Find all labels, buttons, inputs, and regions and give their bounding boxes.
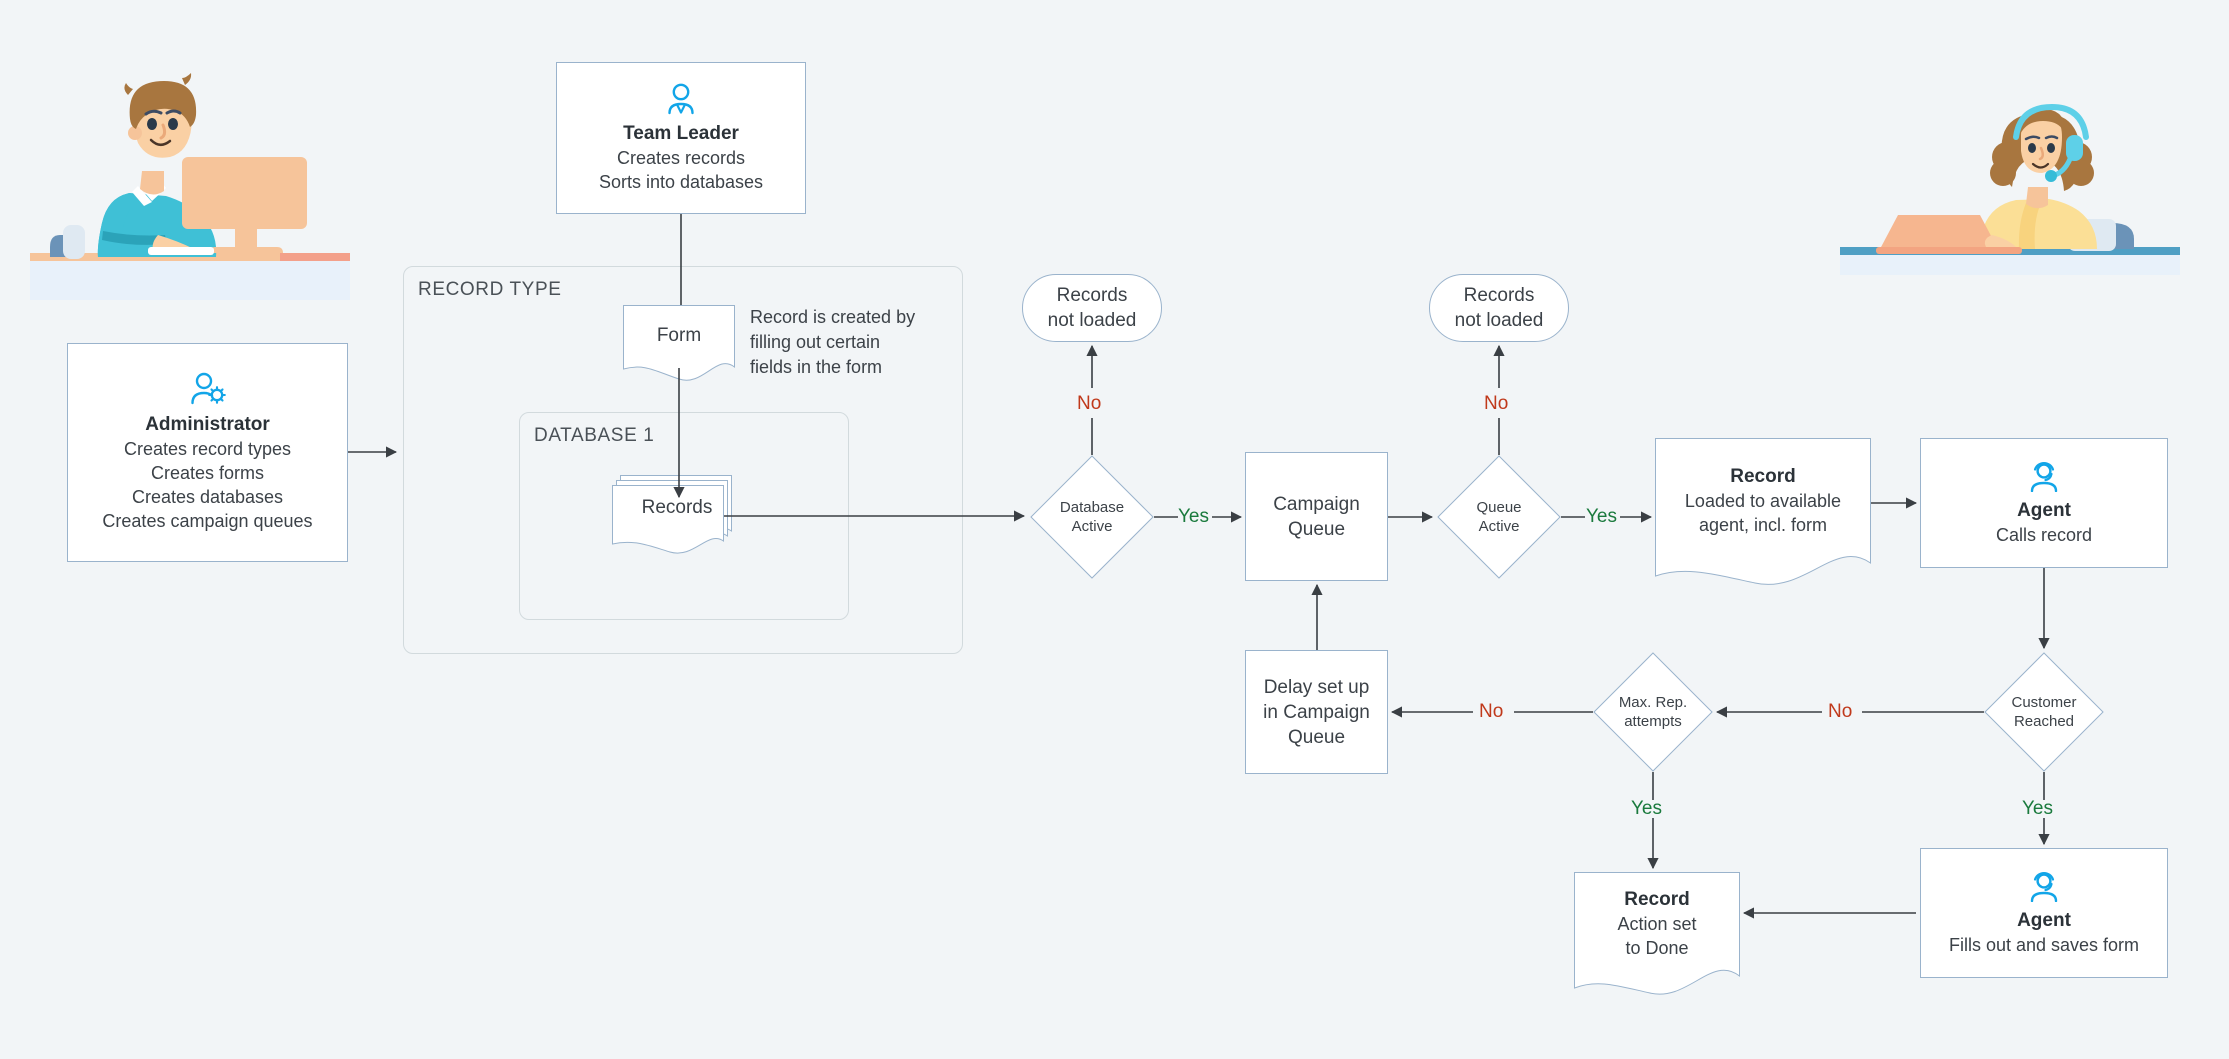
edge-label-queue-active-yes: Yes	[1586, 506, 1617, 527]
administrator-title: Administrator	[145, 414, 270, 435]
agent-fills-form-node[interactable]: Agent Fills out and saves form	[1920, 848, 2168, 978]
delay-line-3: Queue	[1287, 726, 1346, 748]
records-not-loaded-2-line-1: Records	[1463, 285, 1535, 306]
customer-reached-decision[interactable]: Customer Reached	[1984, 652, 2104, 772]
edge-label-max-rep-no: No	[1479, 701, 1504, 722]
delay-campaign-queue-node[interactable]: Delay set up in Campaign Queue	[1245, 650, 1388, 774]
record-type-group: RECORD TYPE	[403, 266, 963, 654]
form-note-line-2: filling out certain	[750, 332, 881, 352]
queue-active-decision[interactable]: Queue Active	[1437, 455, 1561, 579]
records-not-loaded-1-line-2: not loaded	[1047, 310, 1137, 331]
records-not-loaded-terminator-2[interactable]: Records not loaded	[1429, 274, 1569, 342]
form-document-node[interactable]: Form	[623, 305, 735, 383]
records-not-loaded-1-line-1: Records	[1056, 285, 1128, 306]
agent-calls-record-node[interactable]: Agent Calls record	[1920, 438, 2168, 568]
record-loaded-node[interactable]: Record Loaded to available agent, incl. …	[1655, 438, 1871, 595]
team-leader-node[interactable]: Team Leader Creates records Sorts into d…	[556, 62, 806, 214]
administrator-line-4: Creates campaign queues	[102, 511, 313, 531]
agent-calls-title: Agent	[2017, 499, 2071, 521]
edge-label-customer-reached-yes: Yes	[2022, 798, 2053, 819]
administrator-line-1: Creates record types	[123, 439, 292, 459]
headset-agent-icon	[2028, 870, 2060, 902]
person-gear-icon	[189, 372, 227, 406]
records-not-loaded-2-wrap: Records not loaded	[1455, 283, 1544, 333]
form-note-line-1: Record is created by	[750, 307, 916, 327]
records-not-loaded-1-wrap: Records not loaded	[1048, 283, 1137, 333]
headset-agent-icon	[2028, 460, 2060, 492]
database-active-decision[interactable]: Database Active	[1030, 455, 1154, 579]
campaign-queue-node[interactable]: Campaign Queue	[1245, 452, 1388, 581]
agent-fills-title: Agent	[2017, 909, 2071, 931]
administrator-line-2: Creates forms	[150, 463, 265, 483]
campaign-queue-line-2: Queue	[1287, 518, 1346, 540]
administrator-line-3: Creates databases	[131, 487, 284, 507]
max-rep-attempts-decision[interactable]: Max. Rep. attempts	[1593, 652, 1713, 772]
record-type-group-label: RECORD TYPE	[418, 279, 562, 300]
edge-label-database-active-no: No	[1077, 393, 1102, 414]
woman-with-headset-at-laptop-illustration	[1840, 95, 2180, 275]
administrator-node[interactable]: Administrator Creates record types Creat…	[67, 343, 348, 562]
record-done-node[interactable]: Record Action set to Done	[1574, 872, 1740, 1003]
edge-label-queue-active-no: No	[1484, 393, 1509, 414]
team-leader-title: Team Leader	[623, 122, 739, 144]
edge-label-database-active-yes: Yes	[1178, 506, 1209, 527]
man-at-desktop-computer-illustration	[30, 35, 350, 300]
campaign-queue-line-1: Campaign	[1273, 493, 1360, 515]
records-not-loaded-2-line-2: not loaded	[1454, 310, 1544, 331]
team-leader-line-1: Creates records	[616, 147, 746, 168]
person-tie-icon	[664, 83, 698, 115]
edge-label-customer-reached-no: No	[1828, 701, 1853, 722]
delay-line-2: in Campaign	[1263, 701, 1370, 723]
records-not-loaded-terminator-1[interactable]: Records not loaded	[1022, 274, 1162, 342]
form-note-text: Record is created by filling out certain…	[750, 305, 980, 380]
team-leader-line-2: Sorts into databases	[598, 171, 764, 192]
database-1-group-label: DATABASE 1	[534, 425, 655, 446]
delay-line-1: Delay set up	[1263, 676, 1370, 698]
agent-fills-line-1: Fills out and saves form	[1948, 934, 2140, 955]
edge-label-max-rep-yes: Yes	[1631, 798, 1662, 819]
form-note-line-3: fields in the form	[750, 357, 883, 377]
agent-calls-line-1: Calls record	[1995, 524, 2093, 545]
records-stack-node[interactable]: Records	[612, 471, 742, 571]
